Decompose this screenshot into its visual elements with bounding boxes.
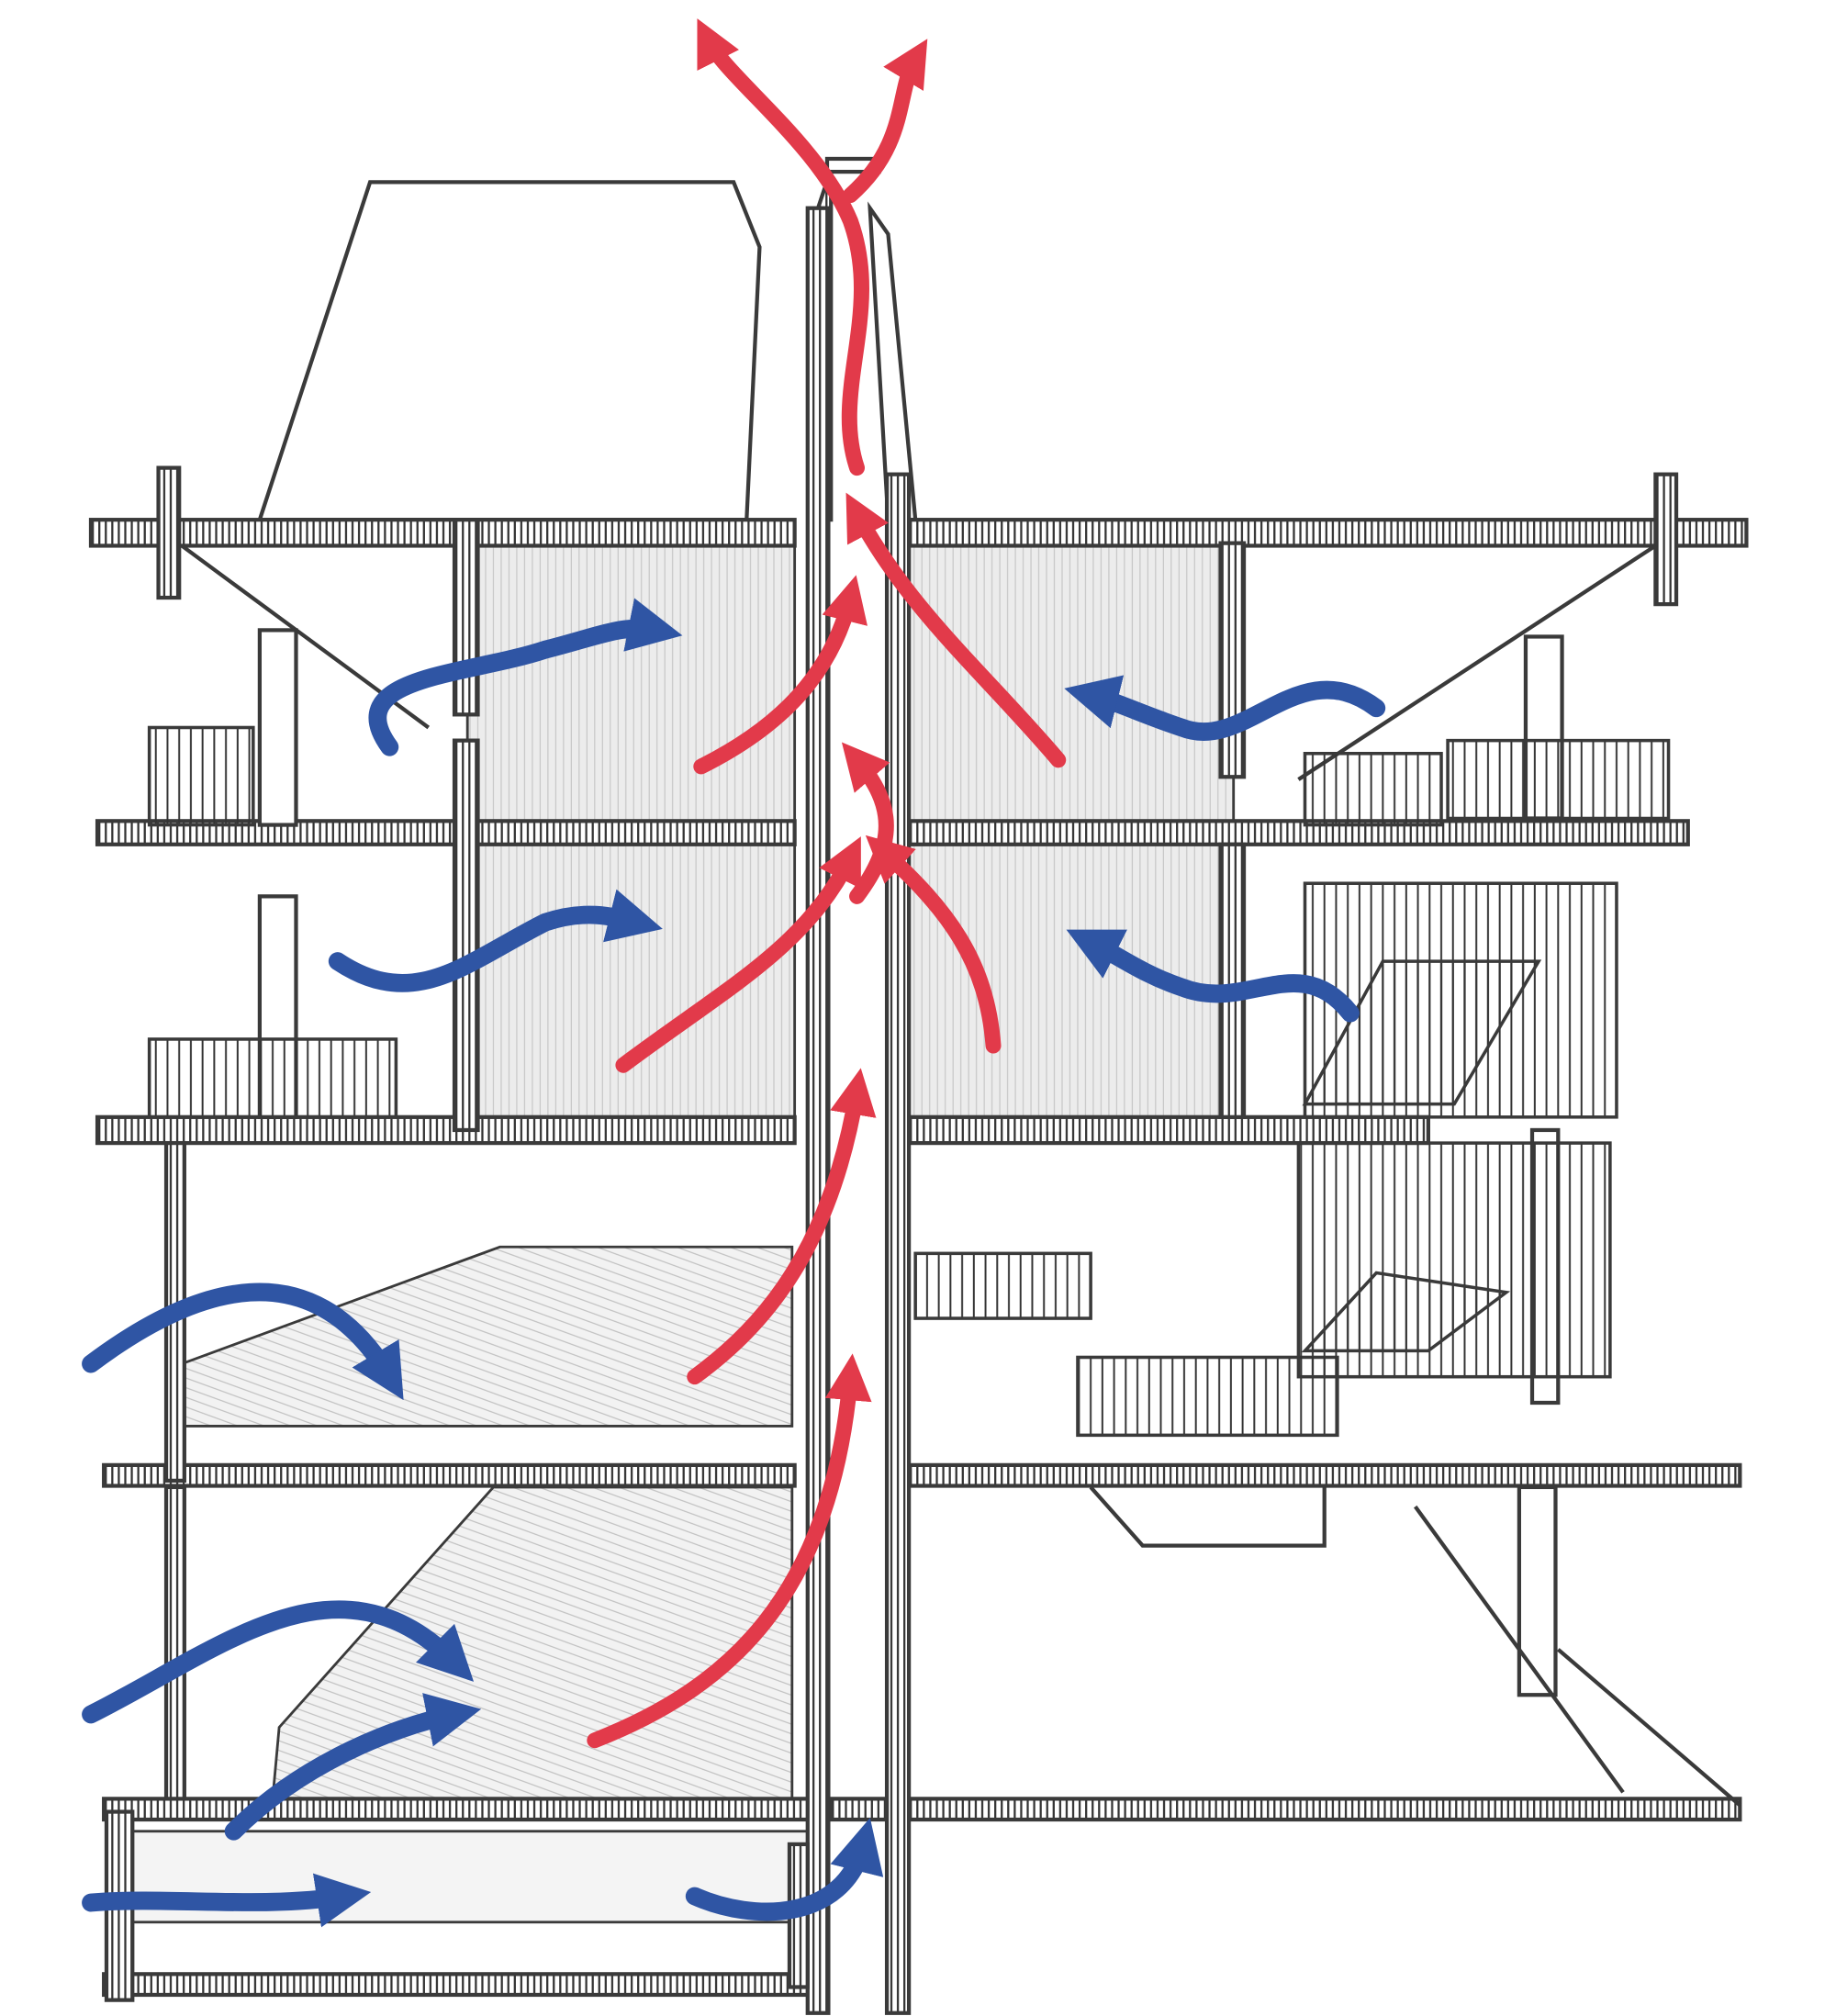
floor-slab bbox=[88, 518, 797, 548]
wall bbox=[163, 1484, 186, 1801]
warm-air-arrow bbox=[845, 492, 1067, 768]
warm-air-arrow bbox=[865, 834, 1002, 1054]
warm-air-arrow bbox=[697, 18, 869, 476]
wall bbox=[452, 738, 480, 1133]
column bbox=[1517, 1484, 1558, 1697]
rooftop-enclosure bbox=[256, 180, 762, 522]
beam bbox=[1556, 1648, 1741, 1808]
ceiling-edge bbox=[1297, 543, 1657, 781]
staircase bbox=[1301, 1271, 1511, 1353]
cool-air-arrow bbox=[368, 598, 683, 756]
wall bbox=[1653, 472, 1679, 607]
floor-slab bbox=[829, 1797, 1742, 1822]
cool-air-arrow bbox=[1064, 675, 1386, 741]
cool-air-arrow bbox=[82, 1282, 404, 1401]
balustrade bbox=[1076, 1355, 1339, 1438]
floor-slab bbox=[906, 518, 1749, 548]
cool-air-arrow bbox=[82, 1600, 475, 1724]
cool-air-arrow bbox=[685, 1818, 884, 1921]
warm-air-arrow bbox=[687, 1068, 877, 1385]
floor-slab bbox=[906, 819, 1690, 846]
railings-layer bbox=[147, 725, 1671, 1438]
beam bbox=[1414, 1505, 1625, 1794]
floor-slab bbox=[102, 1797, 821, 1822]
warm-air-arrow bbox=[841, 742, 894, 904]
warm-air-arrow bbox=[615, 836, 861, 1073]
wall bbox=[452, 518, 480, 717]
cool-air-arrow bbox=[82, 1873, 372, 1928]
warm-air-arrow bbox=[587, 1353, 872, 1749]
wall bbox=[1218, 842, 1247, 1119]
wall bbox=[884, 472, 912, 2015]
balustrade bbox=[147, 725, 255, 827]
warm-air-arrow bbox=[842, 39, 928, 204]
floor-slab bbox=[102, 1462, 797, 1488]
balustrade bbox=[1446, 738, 1671, 821]
warm-air-arrow bbox=[693, 575, 868, 775]
column bbox=[257, 628, 298, 827]
balustrade bbox=[913, 1251, 1092, 1320]
floor-slab bbox=[95, 1114, 797, 1146]
floor-slab bbox=[102, 1972, 814, 1998]
floor-slab bbox=[906, 1114, 1430, 1146]
wall bbox=[156, 465, 182, 600]
room-interior bbox=[907, 542, 1236, 823]
cool-air-arrow bbox=[224, 1693, 482, 1841]
balustrade bbox=[1303, 752, 1443, 827]
room-interior bbox=[465, 542, 797, 823]
floor-slab bbox=[906, 1462, 1742, 1488]
cool-air-arrow bbox=[328, 889, 663, 992]
double-height-floor bbox=[180, 1245, 794, 1428]
airflow-layer bbox=[82, 18, 1386, 1928]
wall bbox=[1218, 541, 1247, 779]
balustrade bbox=[147, 1037, 398, 1119]
mezzanine-underside bbox=[1089, 1485, 1327, 1548]
cool-air-arrow bbox=[1066, 929, 1360, 1023]
wall bbox=[805, 206, 831, 2015]
